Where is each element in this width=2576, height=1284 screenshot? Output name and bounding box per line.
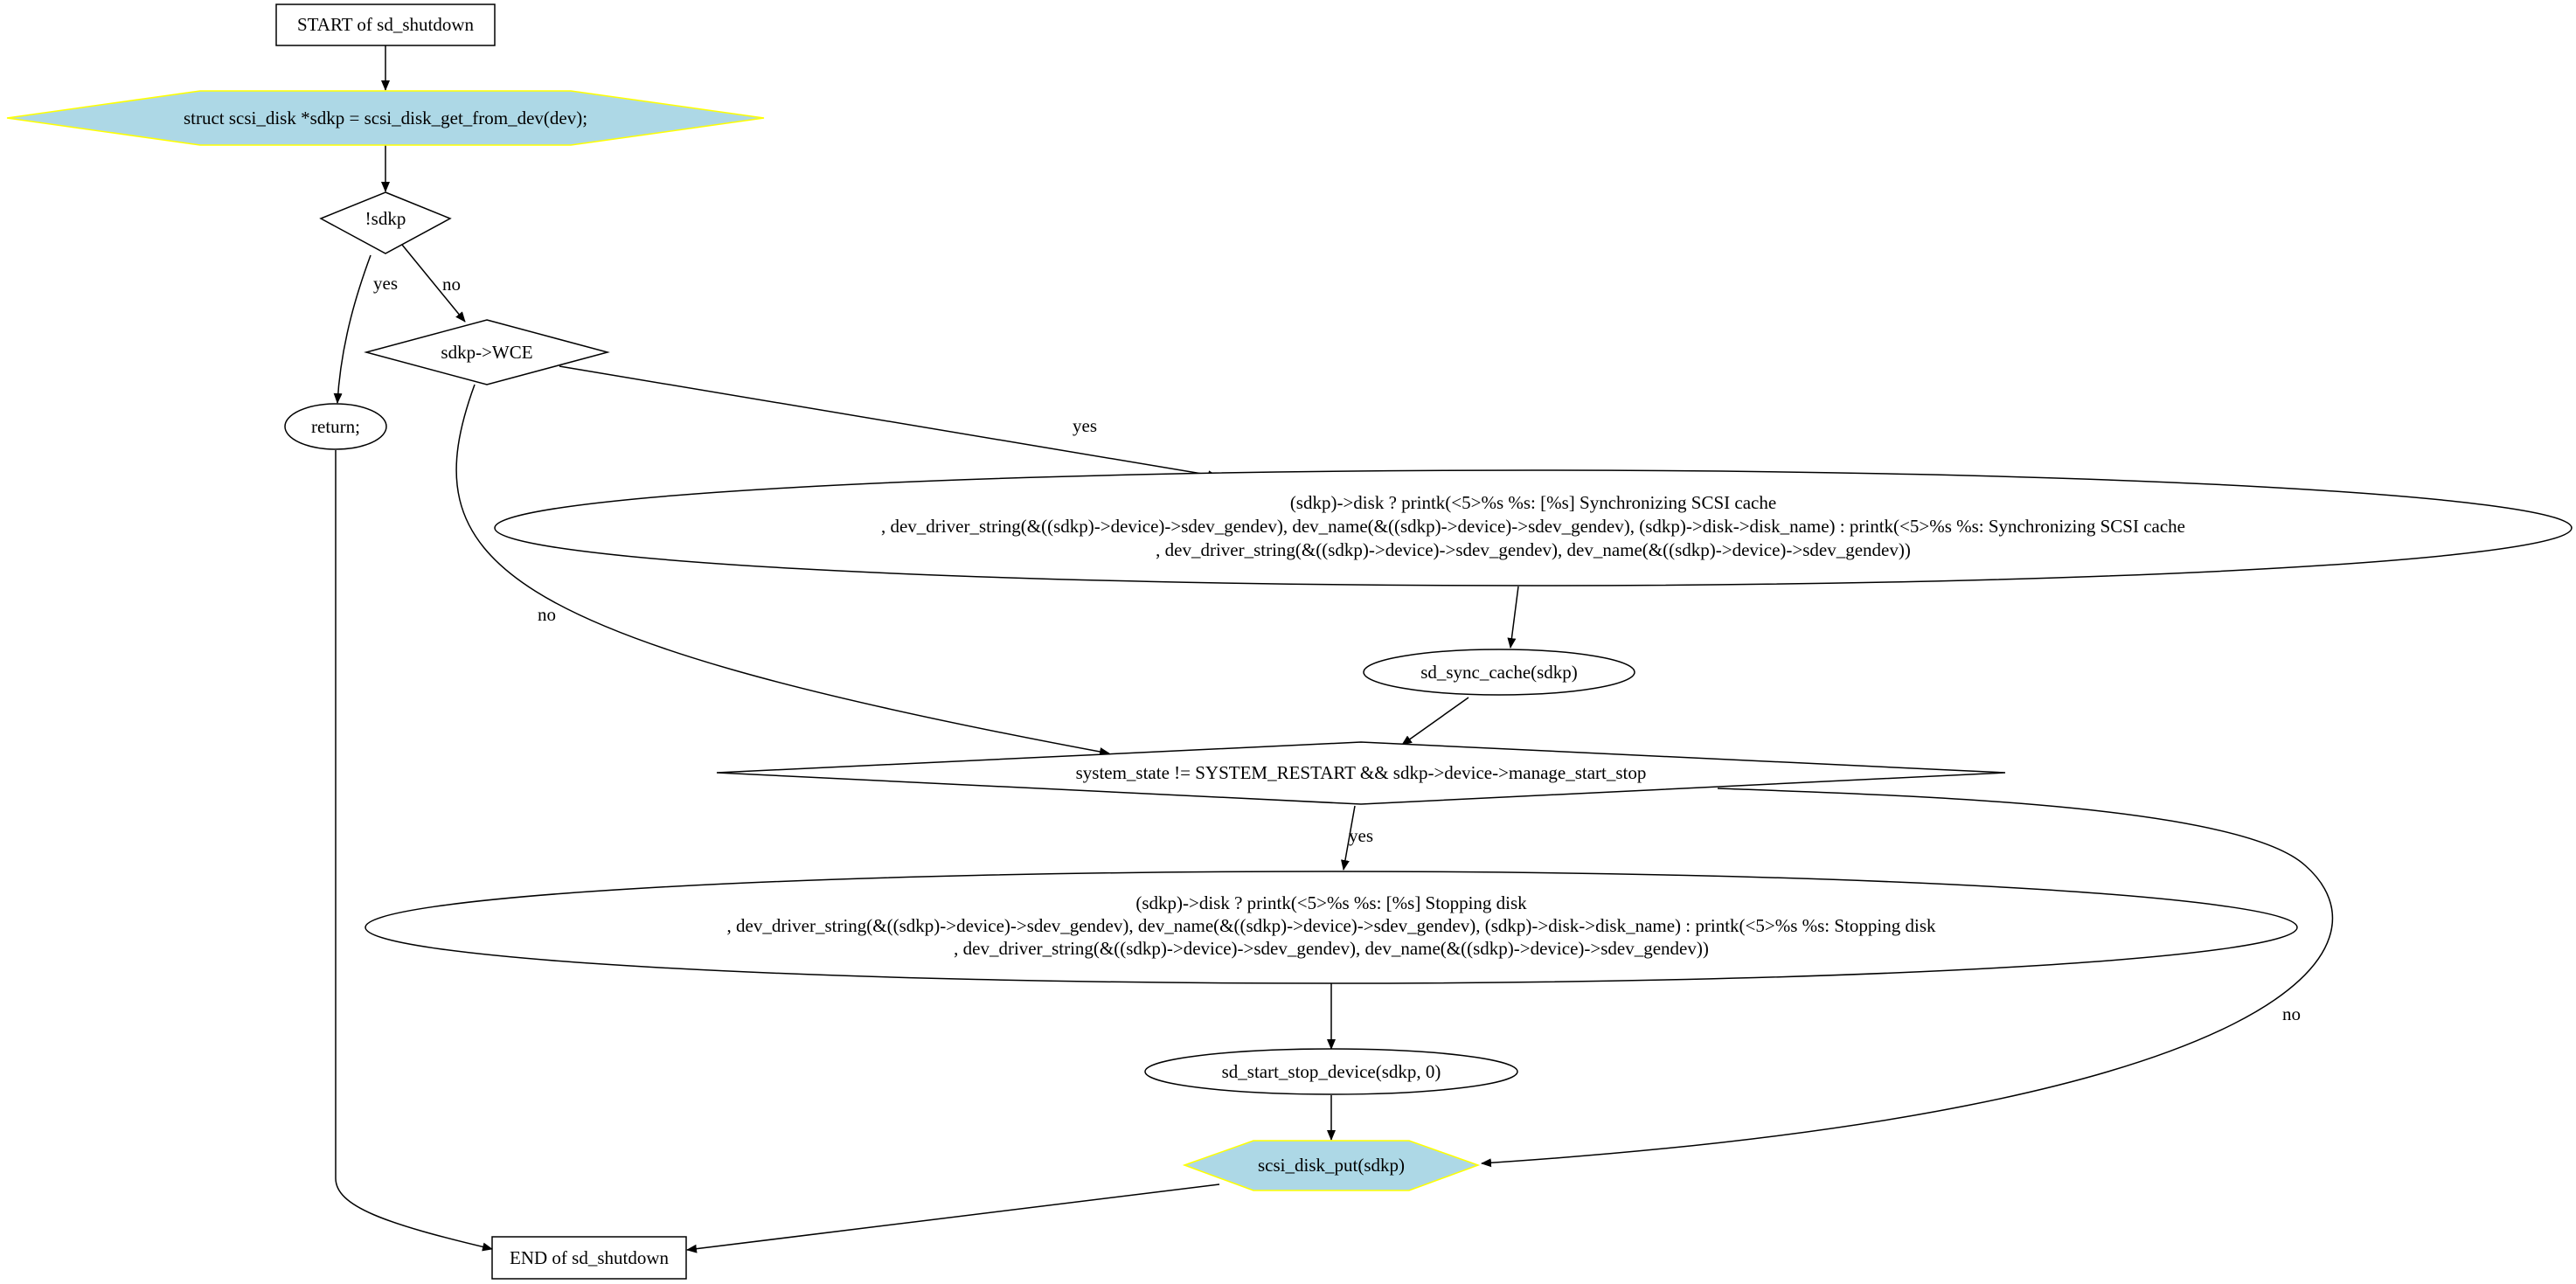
check-wce-node: sdkp->WCE bbox=[364, 319, 610, 385]
check-state-node: system_state != SYSTEM_RESTART && sdkp->… bbox=[716, 741, 2006, 805]
edge-check-sdkp-to-return bbox=[333, 254, 371, 404]
edge-check-state-to-printk-stop bbox=[1341, 805, 1356, 871]
check-sdkp-node-label: !sdkp bbox=[365, 208, 406, 229]
printk-stop-line-2: , dev_driver_string(&((sdkp)->device)->s… bbox=[727, 915, 1936, 936]
edge-wce-to-printk-sync bbox=[559, 365, 1219, 480]
nodes: START of sd_shutdown struct scsi_disk *s… bbox=[6, 3, 2573, 1280]
check-state-node-label: system_state != SYSTEM_RESTART && sdkp->… bbox=[1076, 762, 1647, 783]
edge-labels: yes no yes no yes no bbox=[373, 273, 2301, 1024]
edges bbox=[333, 45, 2334, 1253]
get-disk-node-label: struct scsi_disk *sdkp = scsi_disk_get_f… bbox=[184, 108, 587, 128]
edge-check-sdkp-to-wce bbox=[401, 244, 466, 323]
edge-return-to-end bbox=[335, 450, 493, 1252]
printk-stop-line-3: , dev_driver_string(&((sdkp)->device)->s… bbox=[954, 938, 1709, 959]
edge-label-check-state-yes: yes bbox=[1349, 825, 1373, 846]
edge-label-check-sdkp-yes: yes bbox=[373, 273, 398, 294]
printk-sync-line-2: , dev_driver_string(&((sdkp)->device)->s… bbox=[881, 516, 2185, 537]
return-node: return; bbox=[284, 403, 387, 450]
sync-cache-node-label: sd_sync_cache(sdkp) bbox=[1420, 662, 1578, 683]
edge-label-wce-yes: yes bbox=[1073, 415, 1097, 436]
check-sdkp-node: !sdkp bbox=[319, 191, 452, 254]
edge-disk-put-to-end bbox=[686, 1183, 1220, 1253]
check-wce-node-label: sdkp->WCE bbox=[441, 342, 532, 363]
start-stop-node-label: sd_start_stop_device(sdkp, 0) bbox=[1222, 1061, 1441, 1082]
printk-sync-line-1: (sdkp)->disk ? printk(<5>%s %s: [%s] Syn… bbox=[1290, 492, 1776, 513]
sync-cache-node: sd_sync_cache(sdkp) bbox=[1363, 649, 1635, 696]
return-node-label: return; bbox=[311, 416, 360, 437]
end-node-label: END of sd_shutdown bbox=[510, 1247, 669, 1268]
edge-wce-to-check-state bbox=[455, 384, 1110, 756]
edge-label-check-sdkp-no: no bbox=[442, 274, 461, 295]
start-node-label: START of sd_shutdown bbox=[297, 14, 475, 35]
edge-label-wce-no: no bbox=[538, 604, 556, 625]
disk-put-node-label: scsi_disk_put(sdkp) bbox=[1258, 1155, 1405, 1176]
edge-printk-sync-to-sync-cache bbox=[1507, 586, 1519, 649]
start-stop-node: sd_start_stop_device(sdkp, 0) bbox=[1144, 1048, 1518, 1095]
edge-sync-cache-to-check-state bbox=[1401, 697, 1469, 746]
get-disk-node: struct scsi_disk *sdkp = scsi_disk_get_f… bbox=[6, 90, 765, 146]
printk-stop-node: (sdkp)->disk ? printk(<5>%s %s: [%s] Sto… bbox=[365, 871, 2298, 984]
end-node: END of sd_shutdown bbox=[491, 1236, 687, 1280]
edge-label-check-state-no: no bbox=[2282, 1003, 2301, 1024]
printk-sync-line-3: , dev_driver_string(&((sdkp)->device)->s… bbox=[1156, 539, 1911, 560]
start-node: START of sd_shutdown bbox=[275, 3, 496, 46]
edge-check-state-to-disk-put bbox=[1481, 788, 2334, 1168]
printk-stop-line-1: (sdkp)->disk ? printk(<5>%s %s: [%s] Sto… bbox=[1135, 892, 1527, 913]
disk-put-node: scsi_disk_put(sdkp) bbox=[1182, 1140, 1481, 1191]
printk-sync-node: (sdkp)->disk ? printk(<5>%s %s: [%s] Syn… bbox=[494, 469, 2573, 586]
